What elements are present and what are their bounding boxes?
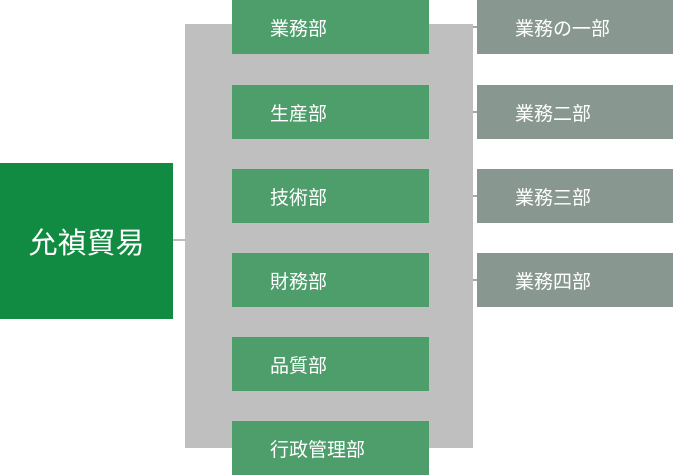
dept-label: 行政管理部 <box>270 439 366 461</box>
dept-label: 財務部 <box>270 271 328 293</box>
sub-label: 業務三部 <box>515 187 592 209</box>
org-node-sub-2: 業務二部 <box>477 85 673 139</box>
org-node-dept-1: 業務部 <box>232 0 429 54</box>
org-node-sub-3: 業務三部 <box>477 169 673 223</box>
org-node-sub-1: 業務の一部 <box>477 0 673 54</box>
root-label: 允禎貿易 <box>28 228 145 260</box>
org-node-dept-3: 技術部 <box>232 169 429 223</box>
dept-label: 生産部 <box>270 103 328 125</box>
sub-connector-tick <box>473 111 477 113</box>
sub-connector-tick <box>473 26 477 28</box>
sub-label: 業務二部 <box>515 103 592 125</box>
dept-label: 品質部 <box>270 355 328 377</box>
org-node-dept-6: 行政管理部 <box>232 421 429 475</box>
sub-connector-tick <box>473 279 477 281</box>
dept-label: 技術部 <box>270 187 328 209</box>
org-node-dept-4: 財務部 <box>232 253 429 307</box>
org-node-sub-4: 業務四部 <box>477 253 673 307</box>
dept-label: 業務部 <box>270 18 328 40</box>
org-node-root: 允禎貿易 <box>0 163 173 319</box>
root-connector-line <box>172 239 186 241</box>
org-node-dept-2: 生産部 <box>232 85 429 139</box>
sub-label: 業務四部 <box>515 271 592 293</box>
org-node-dept-5: 品質部 <box>232 337 429 391</box>
sub-connector-tick <box>473 195 477 197</box>
sub-label: 業務の一部 <box>515 18 611 40</box>
